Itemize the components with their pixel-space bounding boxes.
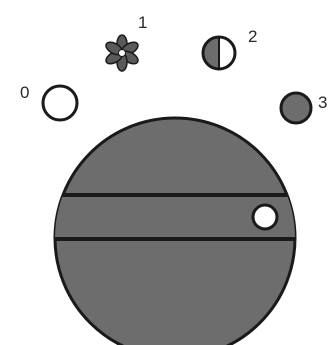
empty-circle-icon [43,86,77,120]
position-0-label: 0 [20,83,29,102]
position-2: 2 [203,27,257,69]
position-0: 0 [20,83,77,120]
knob-indicator-dot [253,205,277,229]
filled-circle-icon [281,93,311,123]
position-3-label: 3 [318,93,327,112]
position-1: 1 [104,13,148,71]
position-1-label: 1 [138,13,147,32]
position-2-label: 2 [248,27,257,46]
rotary-knob[interactable] [40,118,310,345]
half-filled-circle-icon [203,37,235,69]
fan-icon [104,35,140,71]
position-3: 3 [281,93,327,123]
